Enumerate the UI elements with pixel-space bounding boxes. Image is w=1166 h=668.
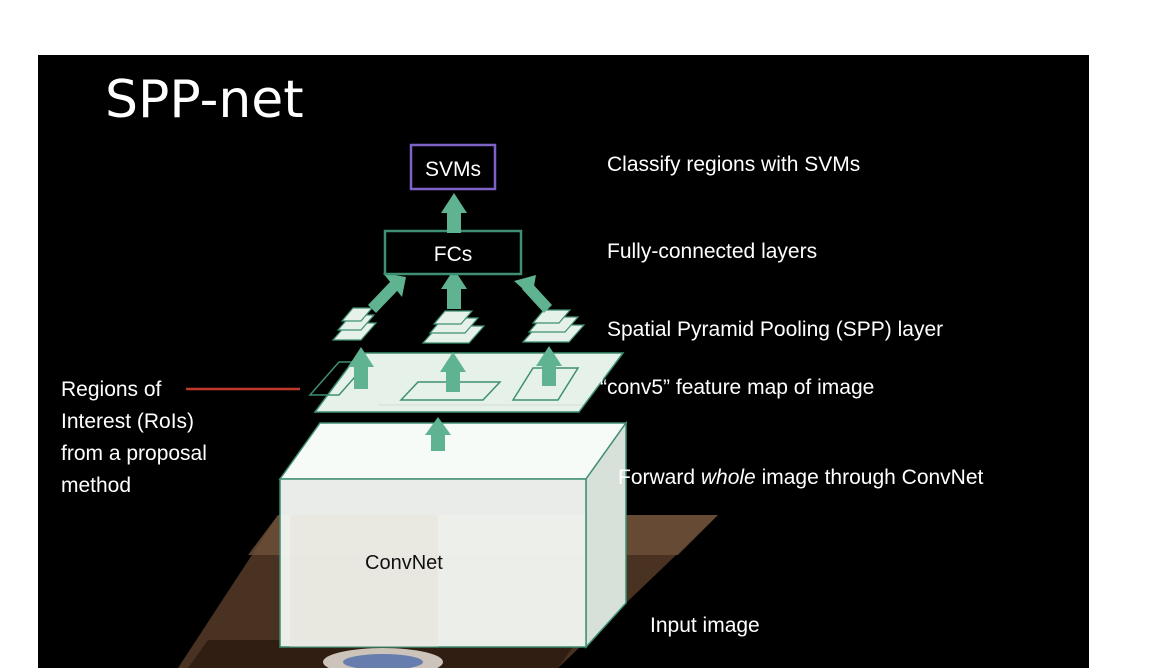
arrow-fcs-to-svms bbox=[441, 193, 467, 233]
spp-net-diagram: SPP-net ConvNet bbox=[61, 70, 984, 668]
fcs-box bbox=[383, 229, 523, 276]
convnet-label: ConvNet bbox=[365, 552, 443, 574]
spp-stack-right bbox=[521, 309, 586, 343]
label-forward-suffix: image through ConvNet bbox=[756, 466, 984, 489]
label-input-image: Input image bbox=[650, 614, 760, 637]
label-forward-emphasis: whole bbox=[701, 466, 756, 489]
arrows-spp-to-fcs bbox=[368, 269, 552, 313]
fcs-label: FCs bbox=[434, 243, 473, 266]
svms-box bbox=[409, 143, 497, 191]
convnet-box bbox=[278, 420, 628, 649]
arrow-convnet-to-feature-map bbox=[425, 417, 451, 451]
label-rois-line-4: method bbox=[61, 474, 131, 497]
svms-label: SVMs bbox=[425, 158, 481, 181]
slide: SPP-net ConvNet bbox=[38, 55, 1089, 668]
label-classify: Classify regions with SVMs bbox=[607, 153, 860, 176]
label-spp-layer: Spatial Pyramid Pooling (SPP) layer bbox=[607, 318, 943, 341]
label-fully-connected: Fully-connected layers bbox=[607, 240, 817, 263]
slide-title: SPP-net bbox=[105, 70, 304, 130]
label-forward: Forward whole image through ConvNet bbox=[618, 466, 984, 489]
roi-box-3 bbox=[511, 367, 580, 401]
label-rois-line-2: Interest (RoIs) bbox=[61, 410, 194, 433]
label-rois-line-3: from a proposal bbox=[61, 442, 207, 465]
label-rois-line-1: Regions of bbox=[61, 378, 162, 401]
spp-stack-center bbox=[421, 310, 486, 344]
label-feature-map: “conv5” feature map of image bbox=[600, 376, 874, 399]
roi-box-2 bbox=[399, 381, 502, 401]
label-forward-prefix: Forward bbox=[618, 466, 701, 489]
spp-stack-left bbox=[331, 307, 378, 341]
arrows-rois-to-spp bbox=[348, 346, 562, 392]
